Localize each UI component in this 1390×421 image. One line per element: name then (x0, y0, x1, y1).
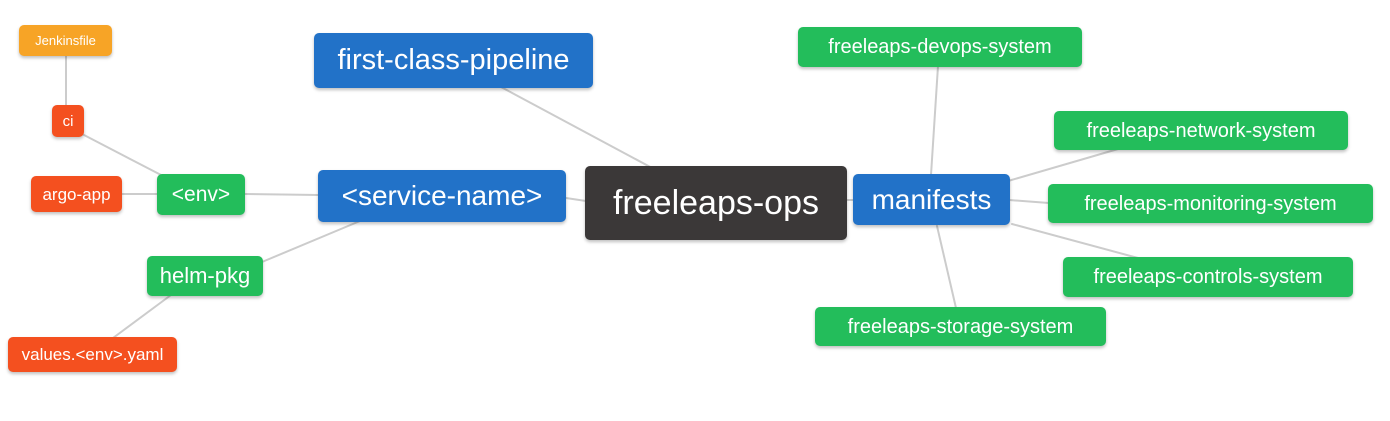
edge-manifests-to-freeleaps-monitoring-system (1008, 199, 1050, 204)
node-env[interactable]: <env> (157, 174, 245, 215)
node-freeleaps-network-system[interactable]: freeleaps-network-system (1054, 111, 1348, 150)
node-values-env-yaml[interactable]: values.<env>.yaml (8, 337, 177, 372)
node-helm-pkg[interactable]: helm-pkg (147, 256, 263, 296)
node-freeleaps-devops-system[interactable]: freeleaps-devops-system (798, 27, 1082, 67)
node-freeleaps-controls-system[interactable]: freeleaps-controls-system (1063, 257, 1353, 297)
node-freeleaps-monitoring-system[interactable]: freeleaps-monitoring-system (1048, 184, 1373, 223)
edge-manifests-to-freeleaps-devops-system (930, 65, 939, 176)
node-freeleaps-storage-system[interactable]: freeleaps-storage-system (815, 307, 1106, 346)
node-service-name[interactable]: <service-name> (318, 170, 566, 222)
edge-service-name-to-freeleaps-ops (565, 197, 587, 202)
edge-first-class-pipeline-to-freeleaps-ops (500, 86, 655, 170)
node-jenkinsfile[interactable]: Jenkinsfile (19, 25, 112, 56)
node-argo-app[interactable]: argo-app (31, 176, 122, 212)
node-manifests[interactable]: manifests (853, 174, 1010, 225)
edge-manifests-to-freeleaps-storage-system (936, 225, 957, 309)
edge-helm-pkg-to-values-env-yaml (112, 294, 172, 339)
edge-manifests-to-freeleaps-controls-system (1011, 223, 1139, 259)
edge-ci-to-env (83, 134, 164, 177)
node-freeleaps-ops[interactable]: freeleaps-ops (585, 166, 847, 240)
edge-service-name-to-helm-pkg (261, 220, 361, 263)
node-first-class-pipeline[interactable]: first-class-pipeline (314, 33, 593, 88)
edge-env-to-service-name (244, 193, 320, 196)
node-ci[interactable]: ci (52, 105, 84, 137)
edge-manifests-to-freeleaps-network-system (1007, 148, 1119, 182)
